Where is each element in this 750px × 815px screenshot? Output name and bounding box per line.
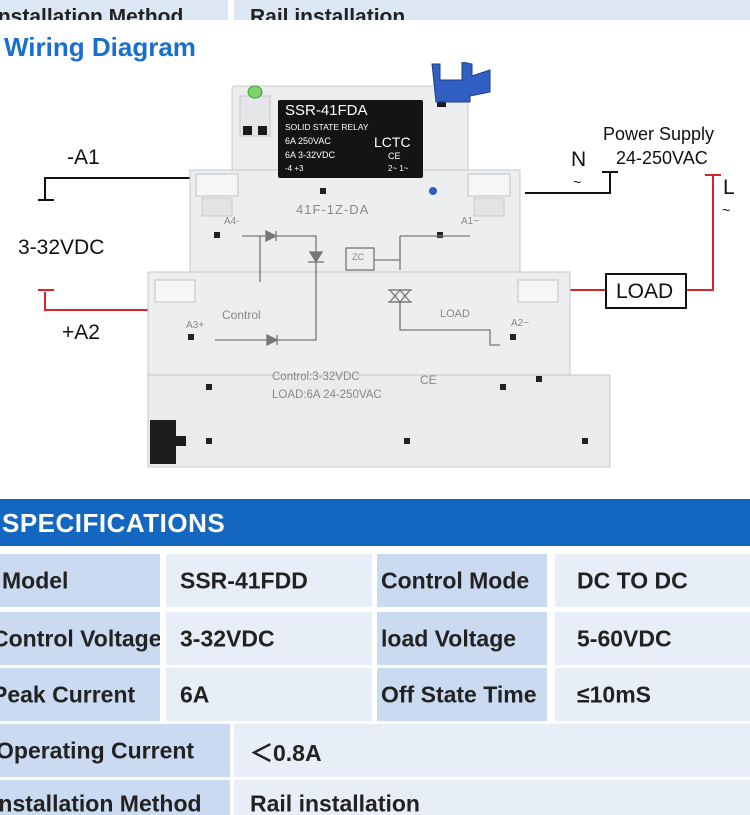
relay-terminals-right: 2~ 1~ — [388, 164, 409, 173]
spec-row-model: Model SSR-41FDD Control Mode DC TO DC — [0, 554, 750, 607]
spec-label-cell: Model — [0, 554, 160, 607]
spec-value-cell: DC TO DC — [555, 554, 750, 607]
spec-value: DC TO DC — [577, 567, 688, 593]
spec-label-cell: Installation Method — [0, 780, 230, 815]
spec-row-operating-current: Operating Current ＜0.8A — [0, 724, 750, 777]
spec-label-cell: load Voltage — [377, 612, 547, 665]
previous-row-label: Installation Method — [0, 5, 184, 21]
relay-ce-mark: CE — [388, 151, 401, 161]
relay-label-plate — [278, 100, 423, 178]
spec-label-cell: Control Voltage — [0, 612, 160, 665]
previous-table-row: Installation Method Rail installation — [0, 0, 750, 22]
spec-value-cell: 5-60VDC — [555, 612, 750, 665]
line-tilde: ~ — [722, 202, 731, 218]
spec-row-current: Peak Current 6A Off State Time ≤10mS — [0, 668, 750, 721]
spec-label: Installation Method — [0, 790, 202, 815]
relay-model-text: SSR-41FDA — [285, 102, 368, 119]
minus-a1-label: -A1 — [67, 146, 100, 169]
spec-label: Operating Current — [0, 737, 195, 763]
line-wire — [570, 174, 721, 291]
spec-value-cell: ＜0.8A — [234, 724, 750, 777]
terminal-a4-label: A4- — [224, 216, 240, 227]
relay-terminals-left: -4 +3 — [285, 164, 304, 173]
previous-row-value: Rail installation — [250, 5, 406, 21]
previous-row-label-cell: Installation Method — [0, 0, 228, 20]
relay-rating-dc: 6A 3-32VDC — [285, 150, 336, 160]
spec-value-cell: 3-32VDC — [166, 612, 372, 665]
spec-label-cell: Control Mode — [377, 554, 547, 607]
spec-value: Rail installation — [250, 790, 420, 815]
spec-row-installation: Installation Method Rail installation — [0, 780, 750, 815]
relay-illustration — [38, 62, 721, 468]
spec-label-cell: Operating Current — [0, 724, 230, 777]
relay-subtitle-text: SOLID STATE RELAY — [285, 122, 369, 132]
spec-label-cell: Off State Time — [377, 668, 547, 721]
terminal-a3-label: A3+ — [186, 320, 205, 331]
relay-rating-ac: 6A 250VAC — [285, 136, 331, 146]
control-side-label: Control — [222, 308, 261, 322]
wiring-diagram-title: Wiring Diagram — [4, 32, 196, 62]
spec-value: SSR-41FDD — [180, 567, 308, 593]
internal-schematic — [215, 229, 500, 347]
spec-label: Peak Current — [0, 681, 136, 707]
line-label: L — [723, 176, 735, 199]
power-supply-label: Power Supply — [603, 124, 715, 144]
spec-value-cell: ≤10mS — [555, 668, 750, 721]
positive-wire — [38, 289, 150, 311]
spec-label-cell: Peak Current — [0, 668, 160, 721]
relay-base-code: 41F-1Z-DA — [296, 202, 370, 217]
power-range-label: 24-250VAC — [616, 148, 708, 168]
previous-row-value-cell: Rail installation — [234, 0, 750, 20]
spec-value-cell: SSR-41FDD — [166, 554, 372, 607]
spec-label: Control Voltage — [0, 625, 160, 651]
spec-label: load Voltage — [381, 625, 517, 651]
negative-wire — [38, 177, 190, 201]
spec-value: ≤10mS — [577, 681, 651, 707]
terminal-a1-label: A1~ — [461, 216, 480, 227]
relay-footer-ce: CE — [420, 373, 437, 387]
neutral-wire — [525, 171, 618, 194]
spec-label: Off State Time — [381, 681, 537, 707]
spec-value: 6A — [180, 681, 210, 707]
plus-a2-label: +A2 — [62, 321, 100, 344]
spec-value: 5-60VDC — [577, 625, 672, 651]
specifications-title: SPECIFICATIONS — [2, 508, 226, 538]
spec-label: Model — [2, 567, 69, 593]
load-box-label: LOAD — [616, 280, 674, 303]
spec-value: ＜0.8A — [250, 739, 322, 766]
relay-brand: LCTC — [374, 134, 411, 150]
spec-value-cell: 6A — [166, 668, 372, 721]
neutral-label: N — [571, 148, 587, 171]
spec-value-cell: Rail installation — [234, 780, 750, 815]
relay-footer-control: Control:3-32VDC — [272, 371, 360, 383]
zero-cross-label: ZC — [352, 252, 364, 262]
load-box — [605, 273, 687, 309]
terminal-a2-label: A2~ — [511, 318, 530, 329]
wiring-diagram: SSR-41FDA SOLID STATE RELAY 6A 250VAC 6A… — [0, 62, 750, 482]
spec-label: Control Mode — [381, 567, 530, 593]
relay-footer-load: LOAD:6A 24-250VAC — [272, 389, 382, 401]
specifications-header: SPECIFICATIONS — [0, 499, 750, 546]
spec-row-voltage: Control Voltage 3-32VDC load Voltage 5-6… — [0, 612, 750, 665]
dc-voltage-label: 3-32VDC — [18, 236, 105, 259]
neutral-tilde: ~ — [573, 174, 582, 190]
load-side-label: LOAD — [440, 308, 470, 320]
spec-value: 3-32VDC — [180, 625, 275, 651]
